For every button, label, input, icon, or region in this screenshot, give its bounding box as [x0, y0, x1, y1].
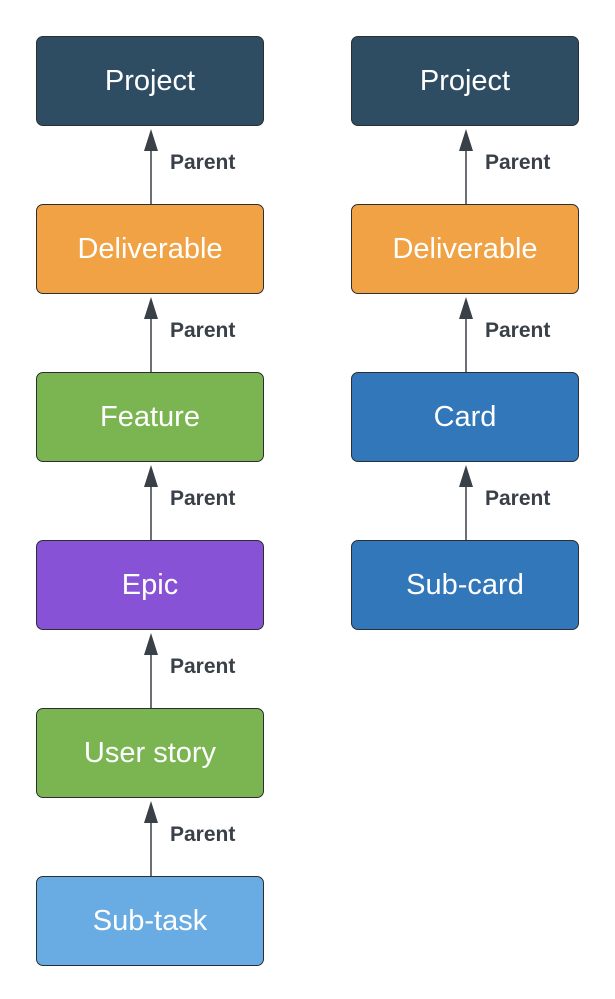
edge-right-2 [459, 297, 473, 372]
node-project-left[interactable]: Project [36, 36, 264, 126]
edge-left-5 [144, 801, 158, 876]
node-label: Sub-card [406, 568, 524, 601]
node-user-story[interactable]: User story [36, 708, 264, 798]
node-label: User story [83, 736, 217, 769]
node-project-right[interactable]: Project [351, 36, 579, 126]
edge-label-right-2: Parent [485, 319, 551, 342]
node-label: Deliverable [77, 232, 223, 265]
node-feature[interactable]: Feature [36, 372, 264, 462]
edge-label-left-5: Parent [170, 823, 236, 846]
node-label: Card [433, 400, 497, 433]
node-label: Feature [100, 400, 200, 433]
edge-label-left-1: Parent [170, 151, 236, 174]
node-sub-card[interactable]: Sub-card [351, 540, 579, 630]
edge-left-4 [144, 633, 158, 708]
edge-left-2 [144, 297, 158, 372]
node-label: Project [104, 64, 196, 97]
edge-right-1 [459, 129, 473, 204]
edge-label-left-3: Parent [170, 487, 236, 510]
node-epic[interactable]: Epic [36, 540, 264, 630]
edge-left-1 [144, 129, 158, 204]
edge-label-right-3: Parent [485, 487, 551, 510]
node-label: Deliverable [392, 232, 538, 265]
node-card[interactable]: Card [351, 372, 579, 462]
node-label: Project [419, 64, 511, 97]
node-label: Epic [121, 568, 179, 601]
edge-label-left-4: Parent [170, 655, 236, 678]
edge-label-right-1: Parent [485, 151, 551, 174]
edge-right-3 [459, 465, 473, 540]
edge-label-left-2: Parent [170, 319, 236, 342]
node-sub-task[interactable]: Sub-task [36, 876, 264, 966]
node-label: Sub-task [92, 904, 208, 937]
node-deliverable-right[interactable]: Deliverable [351, 204, 579, 294]
edge-left-3 [144, 465, 158, 540]
node-deliverable-left[interactable]: Deliverable [36, 204, 264, 294]
